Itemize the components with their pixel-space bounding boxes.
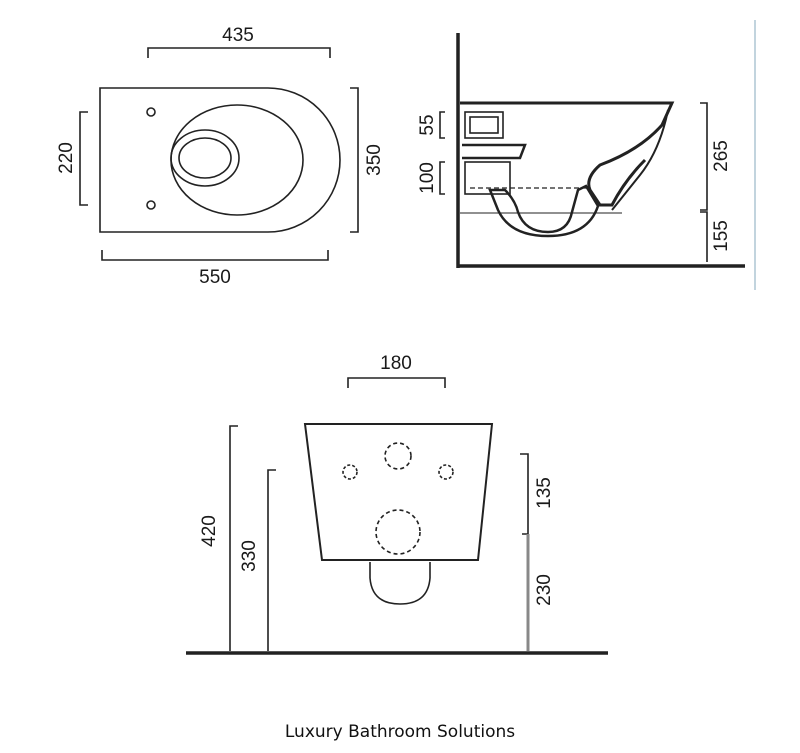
- top-view-opening-outer: [170, 129, 240, 187]
- dim-label-230: 230: [534, 574, 555, 606]
- side-view-rim: [460, 101, 675, 207]
- dim-label-550: 550: [199, 267, 231, 288]
- dim-label-420: 420: [199, 515, 220, 547]
- dim-line-220: [79, 111, 88, 206]
- dim-label-220: 220: [56, 142, 77, 174]
- top-view-outline: [99, 87, 341, 233]
- top-view-bowl: [170, 104, 304, 216]
- dim-label-435: 435: [222, 25, 254, 46]
- front-view: [186, 377, 608, 655]
- front-view-bolt-left: [342, 464, 358, 480]
- dim-line-435: [147, 47, 331, 58]
- front-view-bolt-right: [438, 464, 454, 480]
- dim-line-420: [229, 425, 238, 651]
- side-view-body: [611, 109, 669, 211]
- dim-line-135: [520, 453, 529, 535]
- dim-label-180: 180: [380, 353, 412, 374]
- front-view-inlet-hole: [384, 442, 412, 470]
- dim-label-155: 155: [711, 220, 732, 252]
- side-view-inlet-inner: [469, 116, 499, 134]
- dim-label-135: 135: [534, 477, 555, 509]
- dim-line-350: [350, 87, 359, 233]
- dim-label-265: 265: [711, 140, 732, 172]
- side-view-outlet: [464, 161, 511, 195]
- front-view-trap: [369, 562, 431, 605]
- dim-line-265: [700, 102, 708, 211]
- top-view-fixing-hole-upper: [146, 107, 156, 117]
- side-view: [439, 20, 756, 290]
- dim-label-350: 350: [364, 144, 385, 176]
- top-view-opening-inner: [178, 137, 232, 179]
- top-view: [79, 47, 359, 261]
- dim-line-550: [101, 250, 329, 261]
- dim-label-330: 330: [239, 540, 260, 572]
- side-view-trap: [488, 184, 600, 238]
- dim-line-100: [439, 161, 445, 195]
- top-view-fixing-hole-lower: [146, 200, 156, 210]
- side-view-connector: [462, 143, 527, 160]
- dim-line-155: [700, 211, 708, 262]
- dim-label-55: 55: [417, 114, 438, 135]
- dim-line-55: [439, 111, 445, 139]
- side-view-inlet: [464, 111, 504, 139]
- dim-label-100: 100: [417, 162, 438, 194]
- dim-line-330: [267, 469, 276, 651]
- caption: Luxury Bathroom Solutions: [284, 722, 516, 742]
- dim-line-180: [347, 377, 446, 388]
- front-view-outlet-hole: [375, 509, 421, 555]
- front-view-body: [303, 423, 494, 561]
